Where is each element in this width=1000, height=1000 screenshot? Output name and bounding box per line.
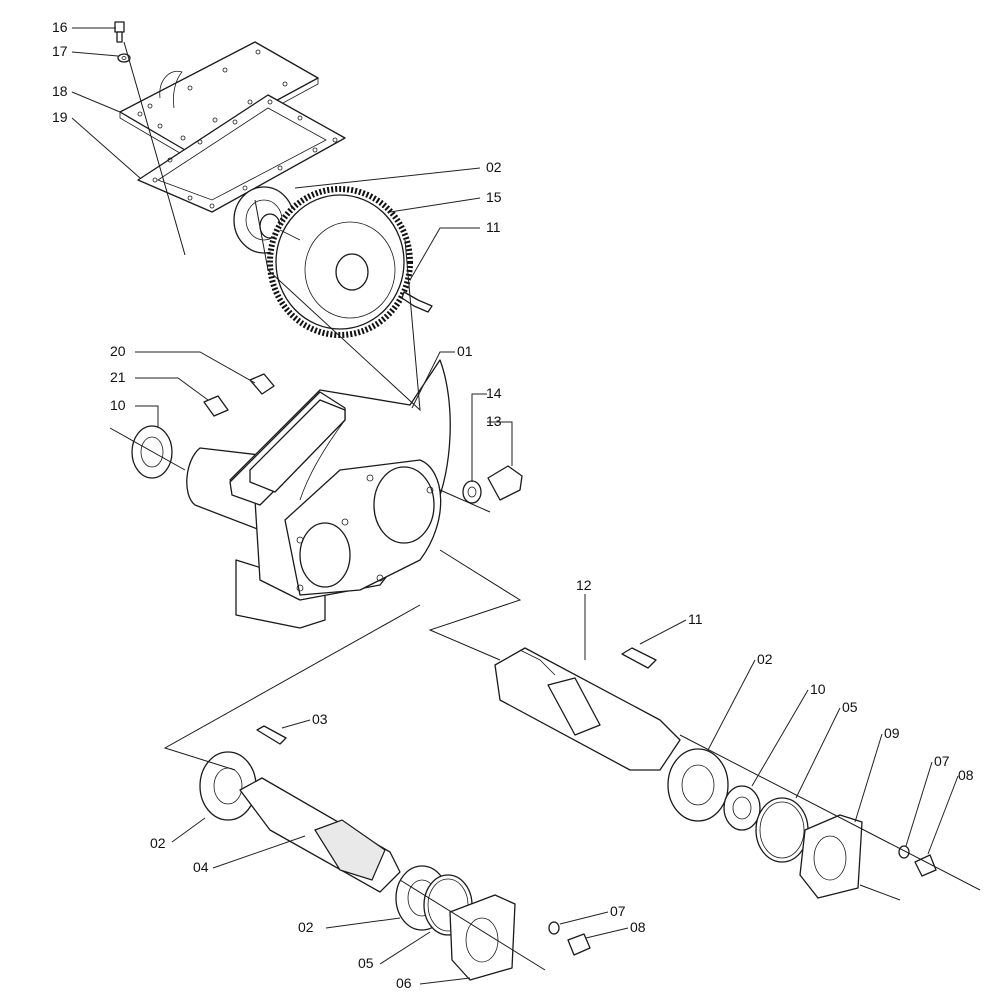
part-label-14: 14: [486, 385, 502, 401]
part-label-15: 15: [486, 189, 502, 205]
part-label-04: 04: [193, 859, 209, 875]
gasket: [137, 94, 346, 213]
part-label-07a: 07: [934, 753, 950, 769]
bearing-lower-left: [199, 751, 257, 821]
plug-21: [203, 395, 229, 417]
shaft-12: [494, 647, 681, 771]
part-label-03: 03: [312, 711, 328, 727]
washer-17: [117, 53, 131, 63]
shaft-04: [239, 777, 401, 893]
part-label-17: 17: [52, 43, 68, 59]
part-label-06: 06: [396, 975, 412, 991]
key-11-top: [401, 291, 433, 313]
cover-06: [449, 894, 516, 981]
part-label-11a: 11: [486, 219, 501, 235]
part-label-02d: 02: [298, 919, 314, 935]
part-labels: 16 17 18 19 02 15 11 20 01 21 14 10 13 12 11 02 10 05 09 03…: [52, 19, 974, 991]
screw-08-right: [914, 854, 937, 877]
part-label-16: 16: [52, 19, 68, 35]
plug-20: [249, 373, 275, 395]
part-label-12: 12: [576, 577, 592, 593]
part-label-07b: 07: [610, 903, 626, 919]
part-label-18: 18: [52, 83, 68, 99]
leader-lines: [71, 27, 959, 985]
washer-07-lower: [548, 921, 560, 935]
screw-16: [114, 21, 125, 43]
part-label-08a: 08: [958, 767, 974, 783]
part-label-10b: 10: [810, 681, 826, 697]
part-label-05b: 05: [358, 955, 374, 971]
plug-13: [487, 465, 523, 501]
part-label-21: 21: [110, 369, 126, 385]
part-label-02a: 02: [486, 159, 502, 175]
part-label-13: 13: [486, 413, 502, 429]
key-11-right: [621, 647, 657, 669]
gear: [267, 186, 413, 338]
part-label-09: 09: [884, 725, 900, 741]
part-label-11b: 11: [688, 611, 703, 627]
part-label-10a: 10: [110, 397, 126, 413]
part-label-20: 20: [110, 343, 126, 359]
screw-08-lower: [567, 933, 591, 956]
washer-14: [462, 480, 482, 504]
gearbox-housing: [186, 359, 451, 629]
bearing-right: [667, 748, 729, 822]
part-label-19: 19: [52, 109, 68, 125]
seal-10-right: [723, 785, 761, 831]
part-label-02c: 02: [150, 835, 166, 851]
part-label-05a: 05: [842, 699, 858, 715]
oring-05-right: [755, 797, 809, 863]
key-03: [256, 725, 287, 745]
cover-09: [799, 814, 863, 899]
part-label-08b: 08: [630, 919, 646, 935]
part-label-01: 01: [457, 343, 473, 359]
part-label-02b: 02: [757, 651, 773, 667]
